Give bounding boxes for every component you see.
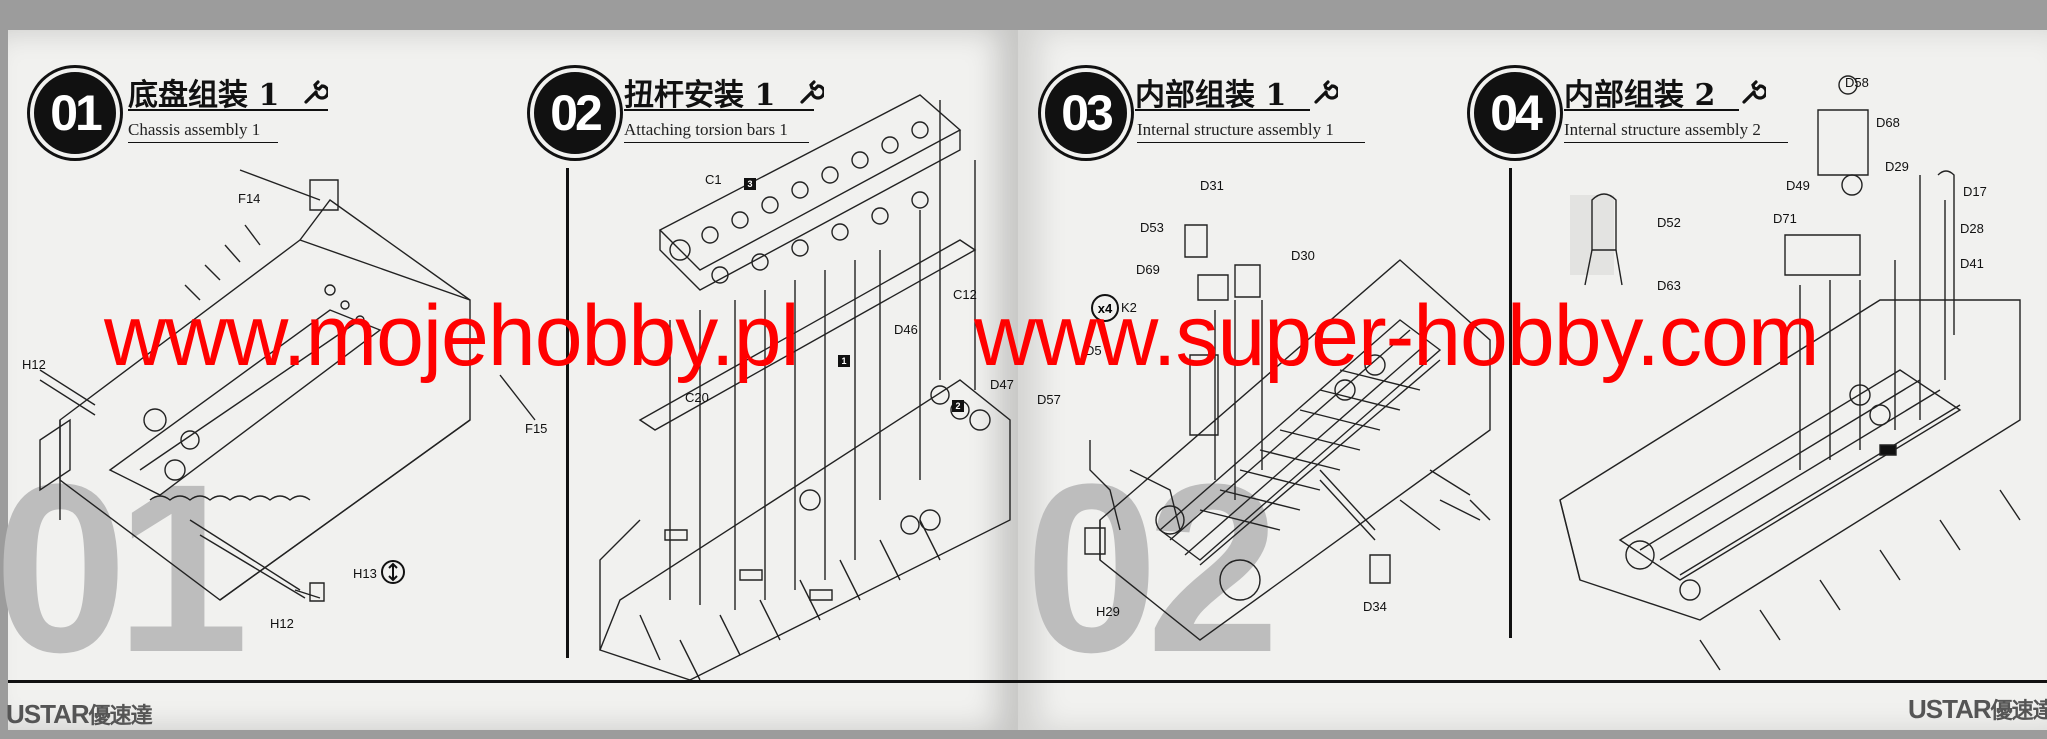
- sequence-marker-2: 2: [952, 400, 964, 412]
- part-label-f15: F15: [525, 421, 548, 436]
- step-title-en: Internal structure assembly 2: [1564, 120, 1761, 139]
- ghost-step-number-left: 01: [0, 434, 249, 702]
- part-label-h12-left: H12: [22, 357, 46, 372]
- bottom-rule-left: [8, 680, 1018, 683]
- brand-latin: USTAR: [1908, 694, 1992, 724]
- part-label-c20: C20: [685, 390, 709, 405]
- step-title-cn: 扭杆安装 1: [624, 78, 776, 113]
- quantity-badge-x4: x4: [1091, 294, 1119, 322]
- title-underline: [1135, 109, 1310, 111]
- step-number-badge: 04: [1470, 68, 1560, 158]
- part-label-h29: H29: [1096, 604, 1120, 619]
- part-label-h12-bottom: H12: [270, 616, 294, 631]
- step02-hull-drawing: [600, 95, 1010, 680]
- part-label-h13: H13: [353, 566, 377, 581]
- subtitle-underline: [624, 142, 809, 143]
- part-label-d58: D58: [1845, 75, 1869, 90]
- part-label-d47: D47: [990, 377, 1014, 392]
- part-label-c12: C12: [953, 287, 977, 302]
- part-label-d30: D30: [1291, 248, 1315, 263]
- watermark-left: www.mojehobby.pl: [104, 288, 800, 384]
- brand-logo-left: USTAR優速達: [6, 698, 153, 730]
- wrench-icon: [1314, 80, 1338, 104]
- step-title-cn: 内部组装 2: [1564, 78, 1716, 113]
- part-label-d56: D5: [1085, 343, 1102, 358]
- brand-cn: 優速達: [1990, 699, 2047, 724]
- title-underline: [128, 109, 328, 111]
- step-title-cn: 底盘组装 1: [128, 78, 280, 113]
- brand-logo-right: USTAR優速達: [1908, 693, 2047, 725]
- brand-cn: 優速達: [88, 704, 153, 729]
- sequence-marker-3: 3: [744, 178, 756, 190]
- bottom-rule-right: [1018, 680, 2047, 683]
- part-label-k2: K2: [1121, 300, 1137, 315]
- part-label-d29: D29: [1885, 159, 1909, 174]
- part-label-d52: D52: [1657, 215, 1681, 230]
- step01-hull-drawing: [40, 170, 535, 601]
- part-label-d57: D57: [1037, 392, 1061, 407]
- step-title-cn: 内部组装 1: [1135, 78, 1287, 113]
- subtitle-underline: [1564, 142, 1788, 143]
- step04-hull-drawing: [1560, 76, 2020, 670]
- subtitle-underline: [1137, 142, 1365, 143]
- sequence-marker-1: 1: [838, 355, 850, 367]
- part-label-d34: D34: [1363, 599, 1387, 614]
- step-number-badge: 03: [1041, 68, 1131, 158]
- part-label-d31: D31: [1200, 178, 1224, 193]
- part-label-d49: D49: [1786, 178, 1810, 193]
- title-underline: [624, 109, 814, 111]
- step-number-badge: 01: [30, 68, 120, 158]
- part-label-f14: F14: [238, 191, 261, 206]
- part-label-d68: D68: [1876, 115, 1900, 130]
- step-divider-1: [566, 168, 569, 658]
- left-page: [8, 30, 1018, 730]
- part-label-d17: D17: [1963, 184, 1987, 199]
- part-label-d63: D63: [1657, 278, 1681, 293]
- step-title-en: Attaching torsion bars 1: [624, 120, 788, 139]
- wrench-icon: [304, 80, 328, 104]
- watermark-right: www.super-hobby.com: [974, 288, 1820, 384]
- step-title-en: Internal structure assembly 1: [1137, 120, 1334, 139]
- part-label-d28: D28: [1960, 221, 1984, 236]
- ghost-step-number-right: 02: [1025, 434, 1280, 702]
- part-label-d71: D71: [1773, 211, 1797, 226]
- part-label-d69: D69: [1136, 262, 1160, 277]
- subtitle-underline: [128, 142, 278, 143]
- part-label-d46: D46: [894, 322, 918, 337]
- rotate-both-ways-icon: [381, 560, 405, 584]
- step03-hull-drawing: [1085, 225, 1490, 640]
- step-title-en: Chassis assembly 1: [128, 120, 261, 139]
- part-label-d41: D41: [1960, 256, 1984, 271]
- title-underline: [1564, 109, 1739, 111]
- wrench-icon: [800, 80, 824, 104]
- part-label-d53: D53: [1140, 220, 1164, 235]
- wrench-icon: [1742, 80, 1766, 104]
- step-number-badge: 02: [530, 68, 620, 158]
- step-divider-3: [1509, 168, 1512, 638]
- part-label-c1: C1: [705, 172, 722, 187]
- brand-latin: USTAR: [6, 699, 90, 729]
